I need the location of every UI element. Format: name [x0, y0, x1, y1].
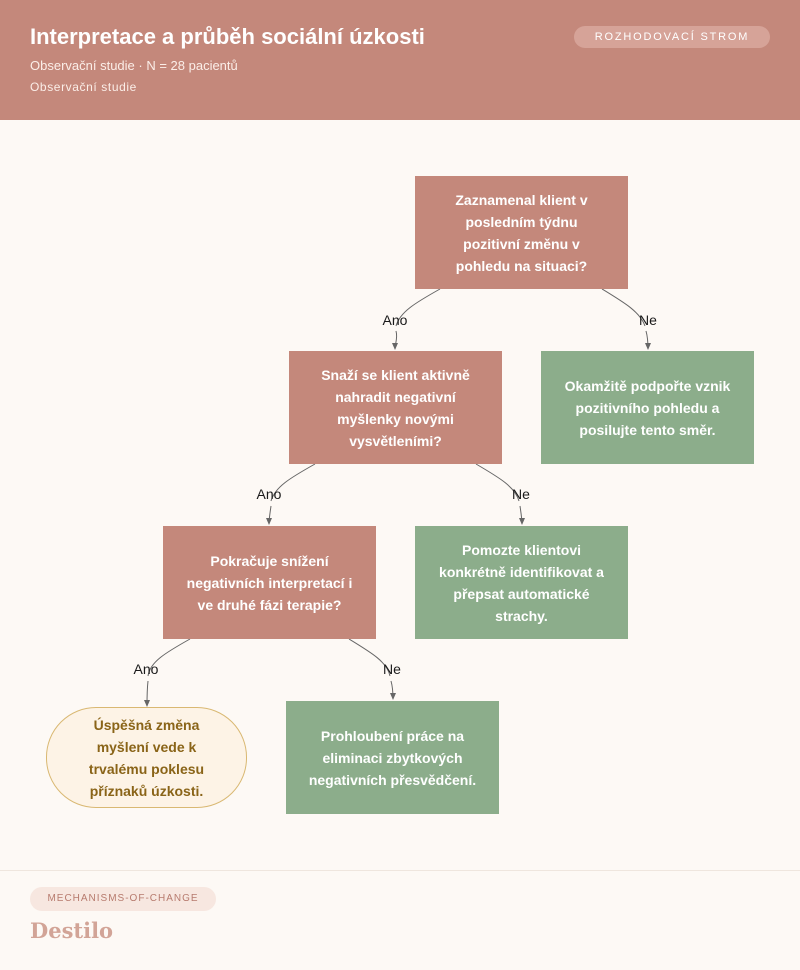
brand-logo-text: Destilo	[30, 918, 114, 943]
edge-q3-a3-tail	[389, 680, 396, 700]
edge-label-no: Ne	[512, 486, 530, 502]
action-node-1: Okamžitě podpořte vznik pozitivního pohl…	[541, 351, 754, 464]
edge-q1-q2-tail	[392, 330, 399, 350]
page-subtitle-secondary: Observační studie	[30, 80, 137, 94]
action-node-3: Prohloubení práce na eliminaci zbytkovýc…	[286, 701, 499, 814]
edge-label-no: Ne	[383, 661, 401, 677]
terminal-node: Úspěšná změna myšlení vede k trvalému po…	[46, 707, 247, 808]
edge-q2-q3-tail	[266, 505, 273, 525]
edge-q2-a2-tail	[518, 505, 525, 525]
question-node-1: Zaznamenal klient v posledním týdnu pozi…	[415, 176, 628, 289]
page-title: Interpretace a průběh sociální úzkosti	[30, 24, 425, 49]
page-subtitle: Observační studie · N = 28 pacientů	[30, 58, 238, 73]
edge-q2-q3	[270, 463, 316, 502]
edge-label-yes: Ano	[256, 486, 282, 502]
edge-q3-a3	[348, 638, 391, 677]
question-node-3: Pokračuje snížení negativních interpreta…	[163, 526, 376, 639]
footer-divider	[0, 870, 800, 871]
edge-q1-a1-tail	[644, 330, 651, 350]
action-node-2: Pomozte klientovi konkrétně identifikova…	[415, 526, 628, 639]
edge-q3-terminal-tail	[144, 680, 151, 707]
edge-q3-terminal	[147, 638, 191, 677]
edge-label-yes: Ano	[133, 661, 159, 677]
header-banner: Interpretace a průběh sociální úzkosti O…	[0, 0, 800, 120]
question-node-2: Snaží se klient aktivně nahradit negativ…	[289, 351, 502, 464]
edge-label-yes: Ano	[382, 312, 408, 328]
category-badge: MECHANISMS-OF-CHANGE	[30, 887, 216, 911]
edge-label-no: Ne	[639, 312, 657, 328]
diagram-type-badge: ROZHODOVACÍ STROM	[574, 26, 770, 48]
edge-q1-q2	[395, 288, 441, 327]
edge-q2-a2	[475, 463, 520, 502]
edge-q1-a1	[601, 288, 646, 327]
